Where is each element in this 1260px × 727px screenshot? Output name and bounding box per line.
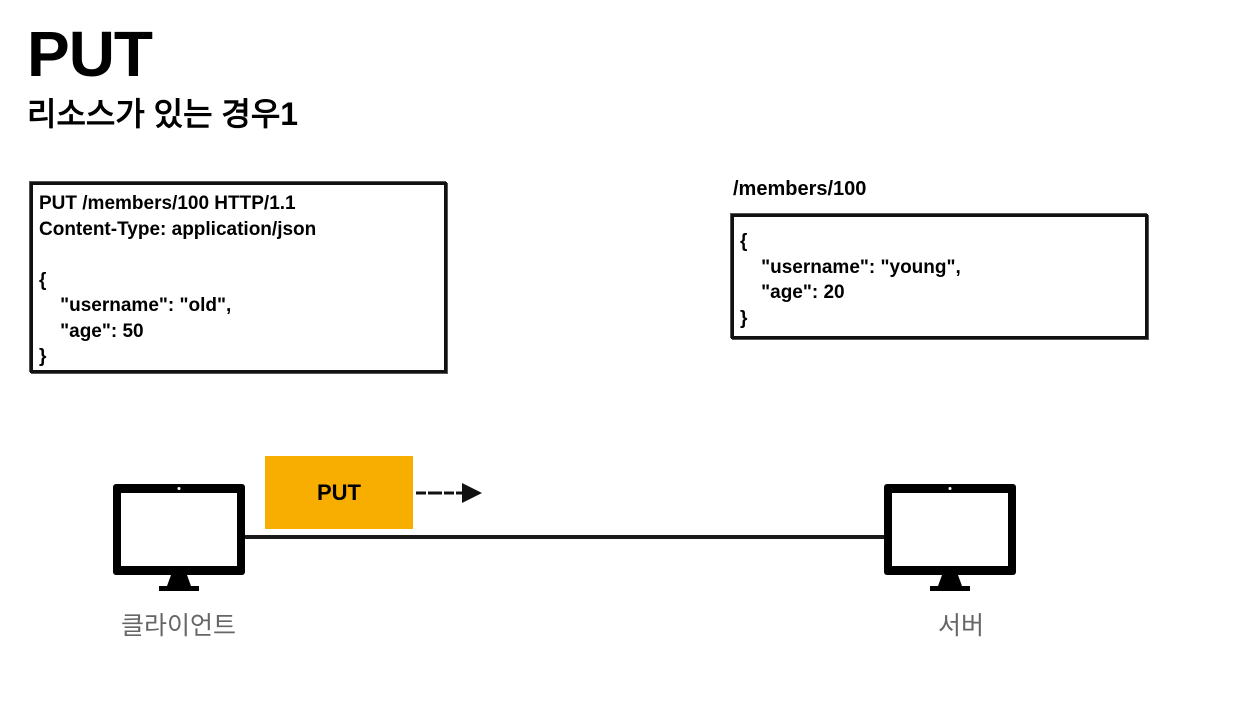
client-label: 클라이언트: [121, 611, 237, 640]
put-method-label: PUT: [317, 479, 361, 505]
server-label: 서버: [938, 611, 985, 640]
request-blank-line: [39, 242, 438, 268]
monitor-icon: [884, 484, 1016, 591]
http-request-box: PUT /members/100 HTTP/1.1 Content-Type: …: [30, 182, 447, 373]
request-body-line: }: [39, 346, 47, 367]
connection-line: [244, 535, 886, 539]
server-resource-box: { "username": "young", "age": 20 }: [731, 214, 1148, 339]
arrow-right-icon: [416, 483, 482, 503]
resource-body-line: }: [740, 307, 748, 329]
resource-body-line: "age": 20: [740, 282, 845, 303]
put-method-tag: PUT: [265, 456, 413, 529]
resource-path-label: /members/100: [733, 178, 867, 200]
request-body-line: {: [39, 269, 47, 291]
resource-body-line: {: [740, 231, 748, 252]
request-body-line: "age": 50: [39, 320, 144, 342]
monitor-icon: [113, 484, 245, 591]
page-subtitle: 리소스가 있는 경우1: [27, 96, 299, 132]
resource-body-line: "username": "young",: [740, 256, 961, 278]
page-title: PUT: [27, 18, 153, 90]
request-line: PUT /members/100 HTTP/1.1: [39, 193, 296, 214]
request-header-line: Content-Type: application/json: [39, 218, 317, 240]
request-body-line: "username": "old",: [39, 295, 232, 316]
